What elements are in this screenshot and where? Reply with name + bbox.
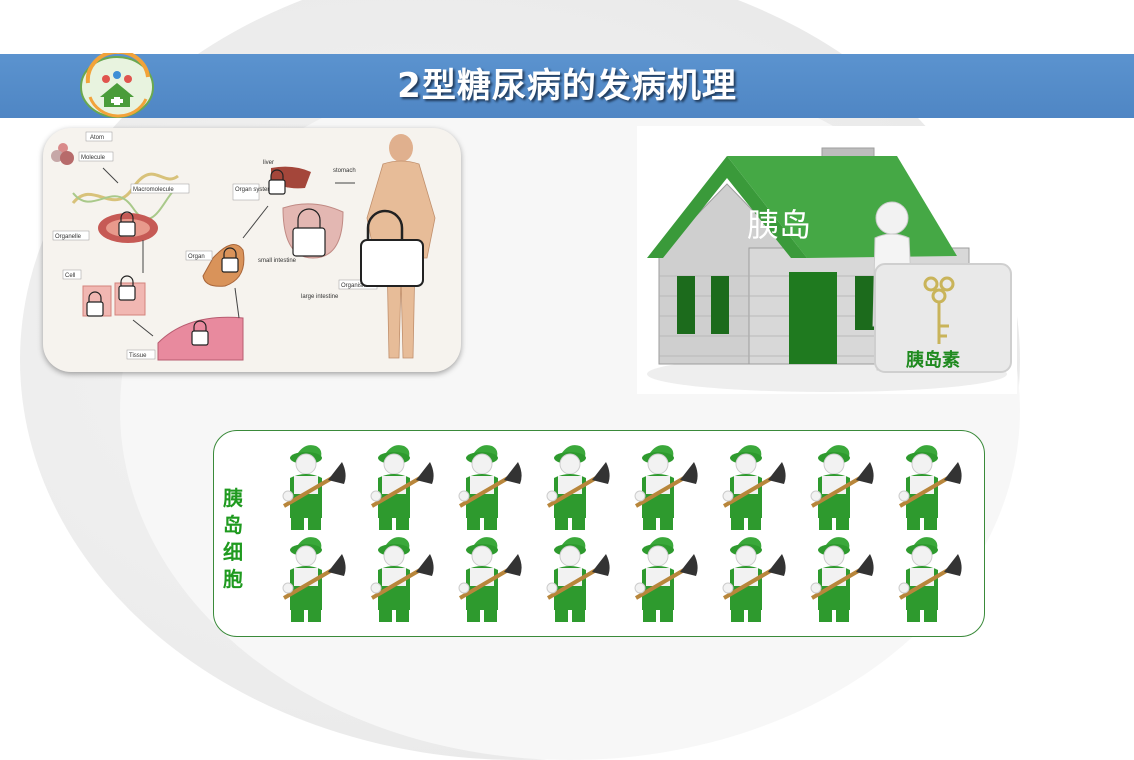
logo (80, 53, 154, 118)
label-large-intestine: large intestine (301, 294, 339, 300)
key-icon (923, 276, 955, 344)
label-macromolecule: Macromolecule (133, 187, 174, 193)
worker-figure (274, 440, 348, 532)
worker-figure (890, 440, 964, 532)
worker-figure (714, 440, 788, 532)
worker-figure (450, 440, 524, 532)
worker-figure (626, 440, 700, 532)
worker-figure (362, 532, 436, 624)
label-organ: Organ (188, 254, 205, 260)
worker-figure (626, 532, 700, 624)
islet-label: 胰岛 (747, 206, 812, 244)
label-cell: Cell (65, 273, 75, 279)
islet-cells-label: 胰 岛 细 胞 (219, 485, 247, 593)
label-stomach: stomach (333, 168, 356, 174)
worker-figure (450, 532, 524, 624)
label-molecule: Molecule (81, 155, 106, 161)
worker-figure (362, 440, 436, 532)
cells-label-char: 胞 (223, 567, 243, 591)
worker-figure (802, 440, 876, 532)
worker-figure (274, 532, 348, 624)
house-svg (647, 147, 1012, 392)
biology-hierarchy-svg: Atom Molecule Macromolecule Organelle Ce… (51, 131, 436, 361)
label-organelle: Organelle (55, 234, 82, 240)
label-organism: Organism (341, 283, 367, 289)
worker-figure (714, 532, 788, 624)
cells-label-char: 胰 (223, 486, 243, 510)
label-liver: liver (263, 160, 274, 166)
pancreas-house-illustration (637, 126, 1017, 394)
label-atom: Atom (90, 135, 104, 141)
worker-figure (538, 532, 612, 624)
biology-hierarchy-diagram: Atom Molecule Macromolecule Organelle Ce… (43, 128, 461, 372)
insulin-label: 胰岛素 (906, 350, 960, 371)
worker-figure (802, 532, 876, 624)
cells-label-char: 细 (223, 540, 243, 564)
label-small-intestine: small intestine (258, 258, 297, 264)
cells-label-char: 岛 (223, 513, 243, 537)
worker-figure (890, 532, 964, 624)
label-organ-system: Organ system (235, 187, 272, 193)
worker-figure (538, 440, 612, 532)
slide-title: 2型糖尿病的发病机理 (397, 66, 737, 106)
label-tissue: Tissue (129, 353, 147, 359)
title-bar (0, 54, 1134, 118)
